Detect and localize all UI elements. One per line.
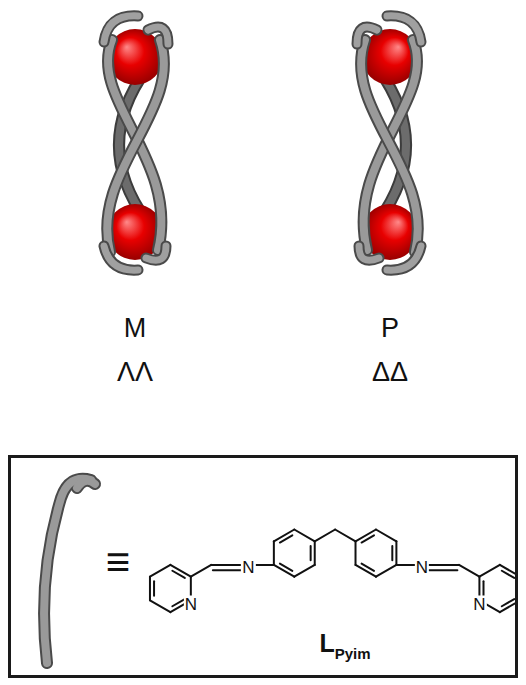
chirality-label: ΛΛ xyxy=(117,359,153,386)
atom-label: N xyxy=(241,559,255,576)
chirality-label: ΔΔ xyxy=(372,359,408,386)
atom-label: N xyxy=(472,595,486,612)
equivalence-sign: ≡ xyxy=(106,541,131,583)
ligand-box: ≡ N N N N LPyim xyxy=(8,455,518,678)
ligand-symbol: L xyxy=(319,629,334,657)
ligand-structure xyxy=(11,458,515,675)
helix-label: M xyxy=(124,315,147,342)
atom-label: N xyxy=(415,559,429,576)
ligand-name: LPyim xyxy=(319,631,370,656)
ligand-subscript: Pyim xyxy=(335,645,371,662)
helix-label: P xyxy=(381,315,399,342)
atom-label: N xyxy=(184,595,198,612)
